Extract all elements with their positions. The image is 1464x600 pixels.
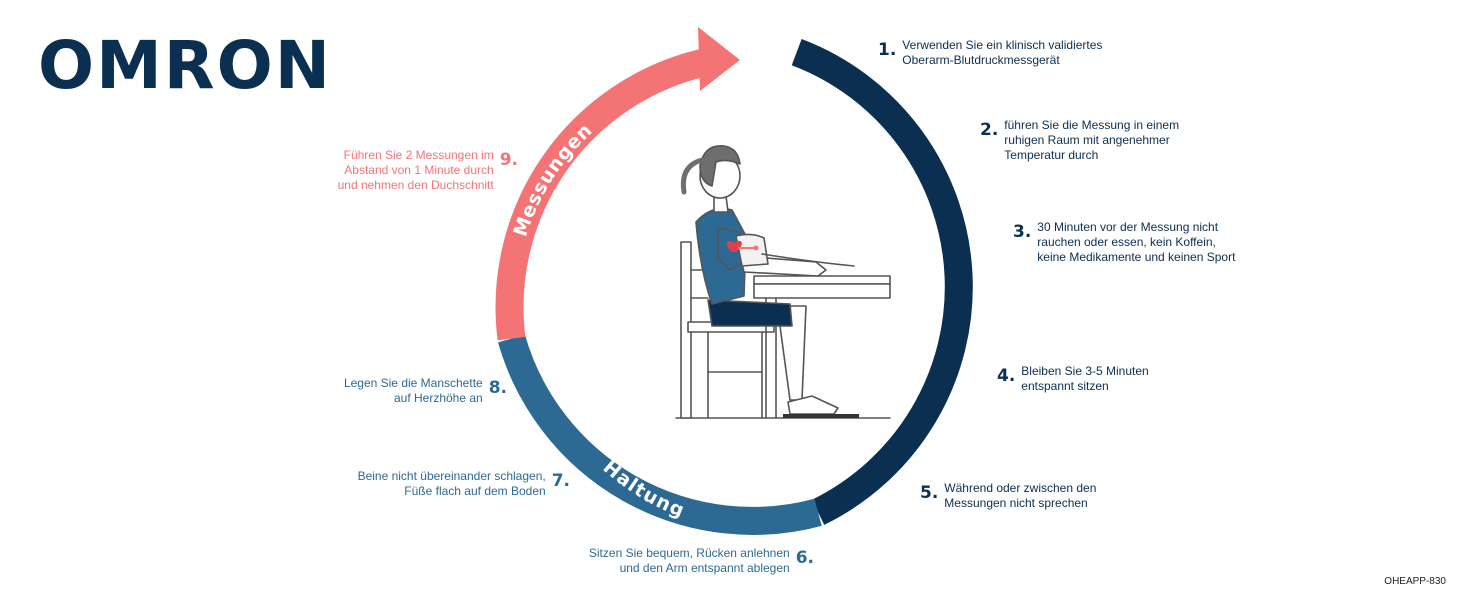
step-2: 2. führen Sie die Messung in einem ruhig… [980, 118, 1180, 162]
arc-conditions [791, 39, 973, 525]
step-8: Legen Sie die Manschette auf Herzhöhe an… [343, 376, 507, 405]
step-5: 5. Während oder zwischen den Messungen n… [920, 481, 1097, 510]
arc-measurements [495, 49, 706, 341]
step-3: 3. 30 Minuten vor der Messung nicht rauc… [1013, 220, 1236, 264]
step-1: 1. Verwenden Sie ein klinisch validierte… [878, 38, 1103, 67]
omron-logo: OMRON [38, 27, 332, 104]
arc-posture [498, 334, 822, 535]
heart-icon [726, 240, 759, 252]
step-7: Beine nicht übereinander schlagen, Füße … [357, 469, 570, 498]
arc-label-measurements: Messungen [509, 119, 596, 240]
step-9: Führen Sie 2 Messungen im Abstand von 1 … [337, 148, 518, 192]
step-6: Sitzen Sie bequem, Rücken anlehnen und d… [588, 546, 814, 575]
seated-person-icon [675, 145, 891, 419]
footer-code: OHEAPP-830 [1384, 576, 1446, 587]
step-4: 4. Bleiben Sie 3-5 Minuten entspannt sit… [997, 364, 1149, 393]
arrow-head-icon [698, 27, 740, 91]
